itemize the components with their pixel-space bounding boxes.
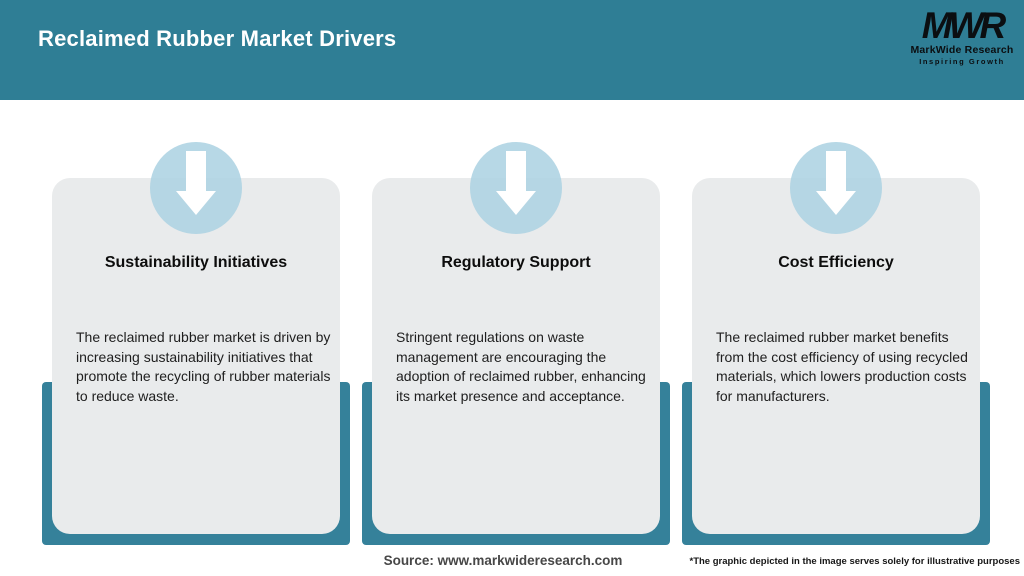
page-title: Reclaimed Rubber Market Drivers: [38, 26, 397, 51]
arrow-badge: [150, 142, 242, 234]
down-arrow-icon: [816, 151, 856, 215]
arrow-badge: [470, 142, 562, 234]
driver-card-group-cost: Cost Efficiency The reclaimed rubber mar…: [682, 140, 990, 546]
card-description: The reclaimed rubber market is driven by…: [76, 329, 331, 404]
logo-monogram: MWR: [921, 5, 1006, 46]
disclaimer-text: *The graphic depicted in the image serve…: [689, 556, 1021, 567]
driver-card: Cost Efficiency The reclaimed rubber mar…: [692, 178, 980, 534]
down-arrow-icon: [496, 151, 536, 215]
markwide-logo: MWR MarkWide Research Inspiring Growth: [910, 5, 1014, 66]
driver-card-group-sustainability: Sustainability Initiatives The reclaimed…: [42, 140, 350, 546]
card-description: The reclaimed rubber market benefits fro…: [716, 329, 968, 404]
card-description: Stringent regulations on waste managemen…: [396, 329, 646, 404]
driver-card-group-regulatory: Regulatory Support Stringent regulations…: [362, 140, 670, 546]
card-title: Cost Efficiency: [778, 254, 894, 271]
logo-tagline: Inspiring Growth: [919, 56, 1005, 66]
header-bar: Reclaimed Rubber Market Drivers MWR Mark…: [0, 0, 1024, 100]
driver-card: Regulatory Support Stringent regulations…: [372, 178, 660, 534]
source-text: Source: www.markwideresearch.com: [383, 553, 623, 568]
down-arrow-icon: [176, 151, 216, 215]
card-title: Regulatory Support: [441, 254, 591, 271]
arrow-badge: [790, 142, 882, 234]
card-title: Sustainability Initiatives: [104, 254, 288, 271]
driver-card: Sustainability Initiatives The reclaimed…: [52, 178, 340, 534]
logo-name: MarkWide Research: [910, 44, 1014, 57]
